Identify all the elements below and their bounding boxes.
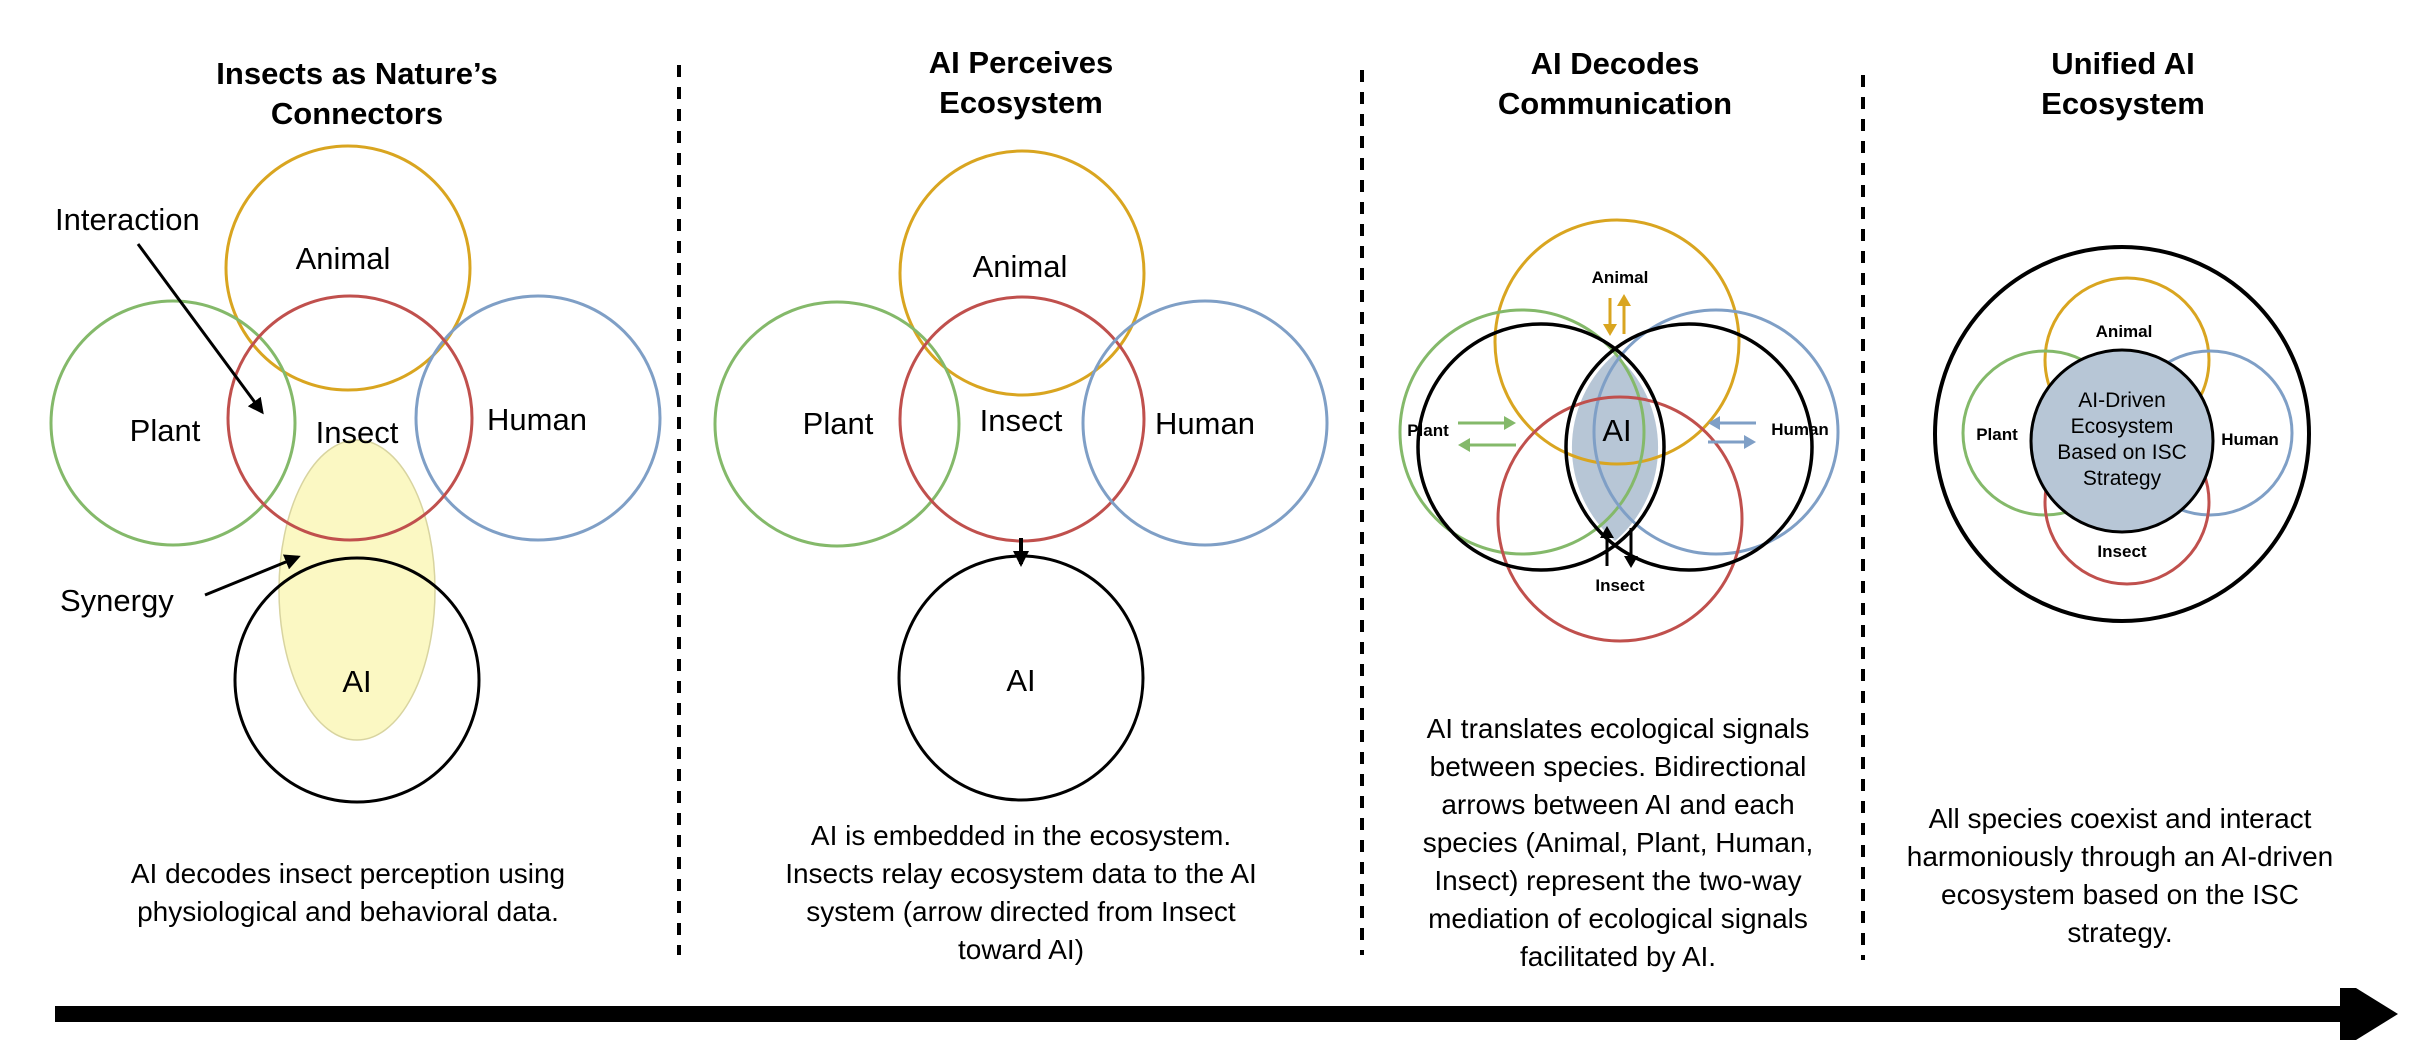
human-circle bbox=[414, 294, 662, 542]
interaction-label: Interaction bbox=[55, 202, 200, 237]
plant-circle bbox=[49, 299, 297, 547]
human-circle bbox=[1081, 299, 1329, 547]
panel-2-description-line-4: toward AI) bbox=[958, 934, 1084, 965]
panel-2-description: AI is embedded in the ecosystem. bbox=[811, 820, 1231, 851]
human-signal-arrows bbox=[1708, 416, 1756, 449]
panel-4-description-line-3: ecosystem based on the ISC bbox=[1941, 879, 2299, 910]
synergy-label: Synergy bbox=[60, 583, 174, 618]
synergy-arrow bbox=[204, 554, 301, 597]
timeline-arrow bbox=[55, 988, 2398, 1040]
ai-label: AI bbox=[1006, 663, 1035, 698]
panel-2: AI Perceives Ecosystem Animal Plant Inse… bbox=[713, 45, 1329, 965]
plant-label: Plant bbox=[1976, 425, 2018, 444]
human-label: Human bbox=[2221, 430, 2279, 449]
panel-3-title: AI Decodes bbox=[1531, 46, 1700, 81]
ai-core-label-line-4: Strategy bbox=[2083, 467, 2162, 490]
panel-2-title: AI Perceives bbox=[929, 45, 1113, 80]
insect-label: Insect bbox=[316, 415, 399, 450]
plant-label: Plant bbox=[1407, 421, 1449, 440]
panel-3-description-line-2: between species. Bidirectional bbox=[1430, 751, 1807, 782]
insect-circle bbox=[226, 294, 474, 542]
animal-circle bbox=[224, 144, 472, 392]
plant-circle bbox=[1398, 308, 1646, 556]
panel-4-description-line-4: strategy. bbox=[2067, 917, 2172, 948]
human-label: Human bbox=[1771, 420, 1829, 439]
animal-label: Animal bbox=[296, 241, 391, 276]
ai-core-label-line-2: Ecosystem bbox=[2071, 415, 2174, 438]
panel-4-description: All species coexist and interact bbox=[1929, 803, 2312, 834]
animal-signal-arrows bbox=[1603, 294, 1631, 336]
insect-label: Insect bbox=[980, 403, 1063, 438]
interaction-arrow bbox=[136, 243, 264, 415]
animal-circle bbox=[898, 149, 1146, 397]
insect-label: Insect bbox=[2097, 542, 2146, 561]
panel-4-title: Unified AI bbox=[2051, 46, 2195, 81]
insect-signal-arrows bbox=[1600, 526, 1638, 568]
plant-label: Plant bbox=[130, 413, 201, 448]
ai-circle bbox=[233, 556, 481, 804]
panel-4-title-line-2: Ecosystem bbox=[2041, 86, 2205, 121]
panel-3-description-line-6: mediation of ecological signals bbox=[1428, 903, 1808, 934]
plant-circle bbox=[713, 300, 961, 548]
panel-1-description-line-2: physiological and behavioral data. bbox=[137, 896, 559, 927]
ai-core-circle bbox=[2029, 348, 2215, 534]
ai-circle-right bbox=[1564, 322, 1814, 572]
panel-1: Insects as Nature’s Connectors Animal Pl… bbox=[49, 56, 662, 927]
panel-2-description-line-2: Insects relay ecosystem data to the AI bbox=[785, 858, 1257, 889]
panel-dividers bbox=[677, 65, 1865, 960]
plant-label: Plant bbox=[803, 406, 874, 441]
panel-2-description-line-3: system (arrow directed from Insect bbox=[806, 896, 1236, 927]
insect-label: Insect bbox=[1595, 576, 1644, 595]
ai-core-label-line-3: Based on ISC bbox=[2057, 441, 2187, 464]
ai-core-label: AI-Driven bbox=[2078, 389, 2166, 412]
ai-label: AI bbox=[1602, 413, 1631, 448]
ai-label: AI bbox=[342, 664, 371, 699]
panel-3-description-line-7: facilitated by AI. bbox=[1520, 941, 1716, 972]
panel-1-title: Insects as Nature’s bbox=[216, 56, 497, 91]
synergy-region bbox=[278, 439, 436, 741]
insect-circle bbox=[1496, 395, 1744, 643]
outer-ecosystem-circle bbox=[1933, 245, 2311, 623]
animal-label: Animal bbox=[1592, 268, 1649, 287]
panel-4-description-line-2: harmoniously through an AI-driven bbox=[1907, 841, 2333, 872]
human-label: Human bbox=[487, 402, 587, 437]
panel-3-description-line-5: Insect) represent the two-way bbox=[1434, 865, 1801, 896]
panel-3: AI Decodes Communication Animal Plant Hu… bbox=[1398, 46, 1840, 972]
ai-circle-left bbox=[1416, 322, 1666, 572]
animal-circle bbox=[1493, 218, 1741, 466]
animal-label: Animal bbox=[973, 249, 1068, 284]
human-circle bbox=[1592, 308, 1840, 556]
panel-1-description: AI decodes insect perception using bbox=[131, 858, 565, 889]
animal-label: Animal bbox=[2096, 322, 2153, 341]
panel-3-description-line-4: species (Animal, Plant, Human, bbox=[1423, 827, 1814, 858]
panel-3-description-line-3: arrows between AI and each bbox=[1441, 789, 1794, 820]
panel-1-title-line-2: Connectors bbox=[271, 96, 443, 131]
panel-3-description: AI translates ecological signals bbox=[1427, 713, 1810, 744]
panel-3-title-line-2: Communication bbox=[1498, 86, 1732, 121]
panel-2-title-line-2: Ecosystem bbox=[939, 85, 1103, 120]
human-label: Human bbox=[1155, 406, 1255, 441]
panel-4: Unified AI Ecosystem Animal Plant Human … bbox=[1907, 46, 2333, 948]
plant-signal-arrows bbox=[1458, 416, 1516, 452]
